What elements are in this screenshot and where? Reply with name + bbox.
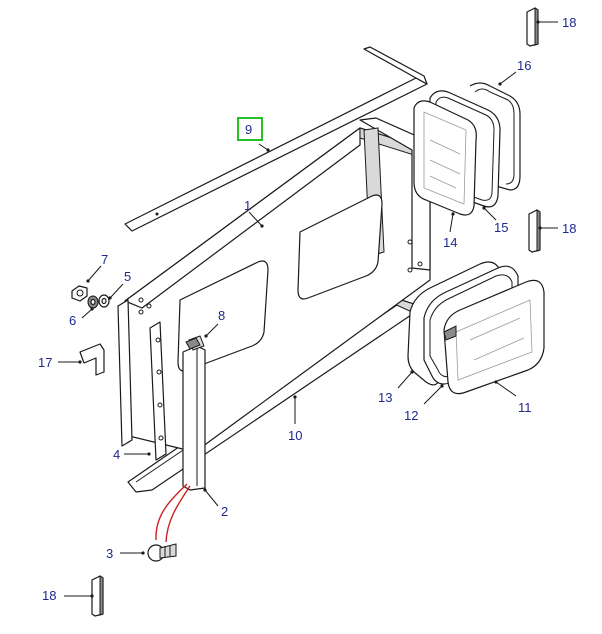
callout-18-top[interactable]: 18 (562, 15, 576, 30)
callout-9[interactable]: 9 (245, 122, 252, 137)
callout-2[interactable]: 2 (221, 504, 228, 519)
leader-lines (58, 20, 558, 598)
callout-9-highlight-box (237, 117, 263, 141)
callout-11[interactable]: 11 (518, 400, 532, 415)
part-9-top-seal (124, 46, 428, 232)
part-6-washer (87, 295, 99, 309)
part-17-bracket (79, 343, 105, 376)
callout-17[interactable]: 17 (38, 355, 52, 370)
part-18-spacer-bottom (91, 575, 104, 617)
callout-15[interactable]: 15 (494, 220, 508, 235)
callout-5[interactable]: 5 (124, 269, 131, 284)
part-3-screw (147, 543, 177, 562)
callout-18-mid[interactable]: 18 (562, 221, 576, 236)
panel-front-window-opening (297, 194, 383, 300)
callout-16[interactable]: 16 (517, 58, 531, 73)
wiring-harness (155, 483, 191, 543)
callout-labels: 1 2 3 4 5 6 7 8 9 10 11 12 13 14 15 16 1… (38, 15, 576, 603)
part-18-spacer-top (526, 7, 539, 47)
part-18-spacer-mid (528, 209, 541, 253)
part-14-rear-glass (413, 100, 477, 216)
callout-8[interactable]: 8 (218, 308, 225, 323)
part-5-washer (98, 294, 110, 308)
callout-10[interactable]: 10 (288, 428, 302, 443)
callout-1[interactable]: 1 (244, 198, 251, 213)
part-11-front-glass (443, 279, 545, 395)
callout-3[interactable]: 3 (106, 546, 113, 561)
part-7-nut (71, 285, 88, 302)
part-4-vertical-strip (117, 299, 167, 461)
callout-13[interactable]: 13 (378, 390, 392, 405)
callout-14[interactable]: 14 (443, 235, 457, 250)
callout-18-bottom[interactable]: 18 (42, 588, 56, 603)
callout-7[interactable]: 7 (101, 252, 108, 267)
part-8-clip (185, 337, 201, 350)
callout-6[interactable]: 6 (69, 313, 76, 328)
callout-4[interactable]: 4 (113, 447, 120, 462)
callout-12[interactable]: 12 (404, 408, 418, 423)
part-2-post (182, 335, 206, 491)
